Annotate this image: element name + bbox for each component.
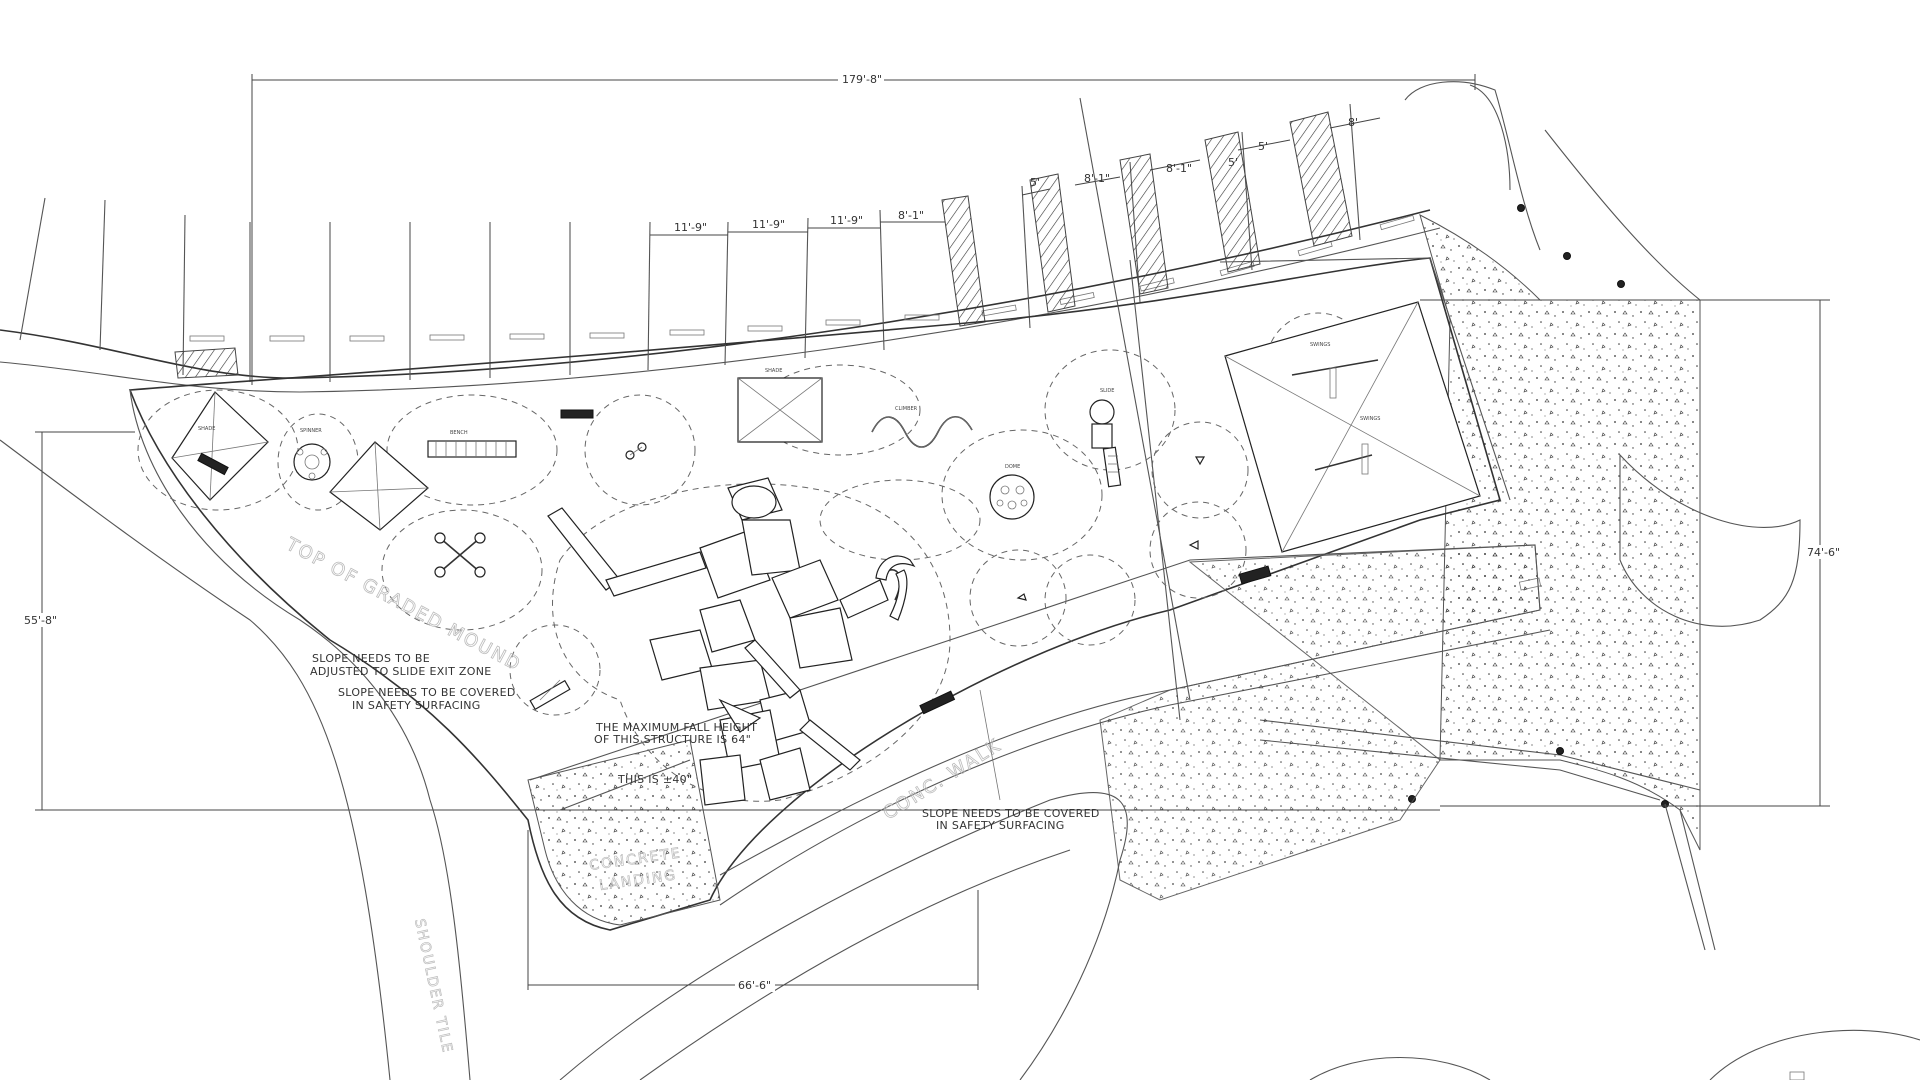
right-height-label: 74'-6" <box>1807 546 1840 559</box>
drawing-notes: SLOPE NEEDS TO BE ADJUSTED TO SLIDE EXIT… <box>310 652 1100 832</box>
note-slope-exit-line2: ADJUSTED TO SLIDE EXIT ZONE <box>310 665 491 678</box>
bay-dim-7: 5' <box>1228 156 1238 169</box>
bench-group <box>427 409 594 458</box>
bay-dim-4: 8'-1" <box>898 209 924 222</box>
note-slope-cover-right-line1: SLOPE NEEDS TO BE COVERED <box>922 807 1100 820</box>
note-this-is: THIS IS ±40" <box>617 773 692 786</box>
hatched-aisles <box>174 111 1353 379</box>
parking-area: 11'-9" 11'-9" 11'-9" 8'-1" 5' 8'-1" 5' 8… <box>0 103 1441 393</box>
bottom-width-label: 66'-6" <box>738 979 771 992</box>
svg-text:SHADE: SHADE <box>198 426 215 432</box>
stall-dimension-lines <box>650 117 1381 236</box>
overall-width-label: 179'-8" <box>842 73 882 86</box>
swing-structure <box>1224 301 1481 585</box>
shade-canopy-middle <box>329 441 429 531</box>
bay-dim-2: 11'-9" <box>752 218 785 231</box>
note-fall-height-line2: OF THIS STRUCTURE IS 64" <box>594 733 751 746</box>
bay-dim-3: 11'-9" <box>830 214 863 227</box>
left-height-label: 55'-8" <box>24 614 57 627</box>
spring-rider <box>625 442 647 460</box>
benches-dark <box>919 577 1542 715</box>
main-play-structure <box>529 477 916 811</box>
right-height-dimension: 74'-6" <box>1420 299 1840 807</box>
climbing-holds <box>1016 456 1206 601</box>
bay-dim-10: 8' <box>1348 116 1358 129</box>
svg-text:CLIMBER: CLIMBER <box>895 406 918 412</box>
svg-text:SPINNER: SPINNER <box>300 428 322 434</box>
bay-dim-1: 11'-9" <box>674 221 707 234</box>
svg-text:BENCH: BENCH <box>450 430 468 436</box>
note-fall-height-line1: THE MAXIMUM FALL HEIGHT <box>595 721 757 734</box>
spinner-element <box>293 443 331 481</box>
concrete-landing <box>527 544 1541 926</box>
svg-text:SLIDE: SLIDE <box>1100 388 1114 394</box>
svg-text:SWINGS: SWINGS <box>1310 342 1330 348</box>
road-curves: 66'-6" <box>0 389 1920 1080</box>
svg-text:SHADE: SHADE <box>765 368 782 374</box>
bay-dim-9: 5' <box>1258 140 1268 153</box>
parking-stall-lines <box>19 103 1361 382</box>
bay-dim-5: 5' <box>1030 176 1040 189</box>
note-slope-cover-right-line2: IN SAFETY SURFACING <box>936 819 1065 832</box>
overall-width-dimension: 179'-8" <box>251 72 1476 385</box>
bay-dim-8: 8'-1" <box>1166 162 1192 175</box>
bay-dim-6: 8'-1" <box>1084 172 1110 185</box>
curb-line <box>0 209 1431 379</box>
slide-element-right <box>1089 399 1122 488</box>
shoulder-label: SHOULDER TILE <box>411 918 455 1056</box>
curb-round <box>1404 81 1541 251</box>
equipment-callouts: SHADE SPINNER BENCH SHADE CLIMBER DOME S… <box>198 342 1380 470</box>
seesaw-element <box>434 532 486 578</box>
shade-canopy-center <box>737 377 823 443</box>
shade-canopy-left <box>171 391 269 501</box>
note-slope-cover-left-line2: IN SAFETY SURFACING <box>352 699 481 712</box>
svg-text:DOME: DOME <box>1005 464 1020 470</box>
note-slope-cover-left-line1: SLOPE NEEDS TO BE COVERED <box>338 686 516 699</box>
climbing-boulder <box>989 474 1035 520</box>
svg-text:SWINGS: SWINGS <box>1360 416 1380 422</box>
note-slope-exit-line1: SLOPE NEEDS TO BE <box>312 652 430 665</box>
wave-climber <box>871 415 973 448</box>
